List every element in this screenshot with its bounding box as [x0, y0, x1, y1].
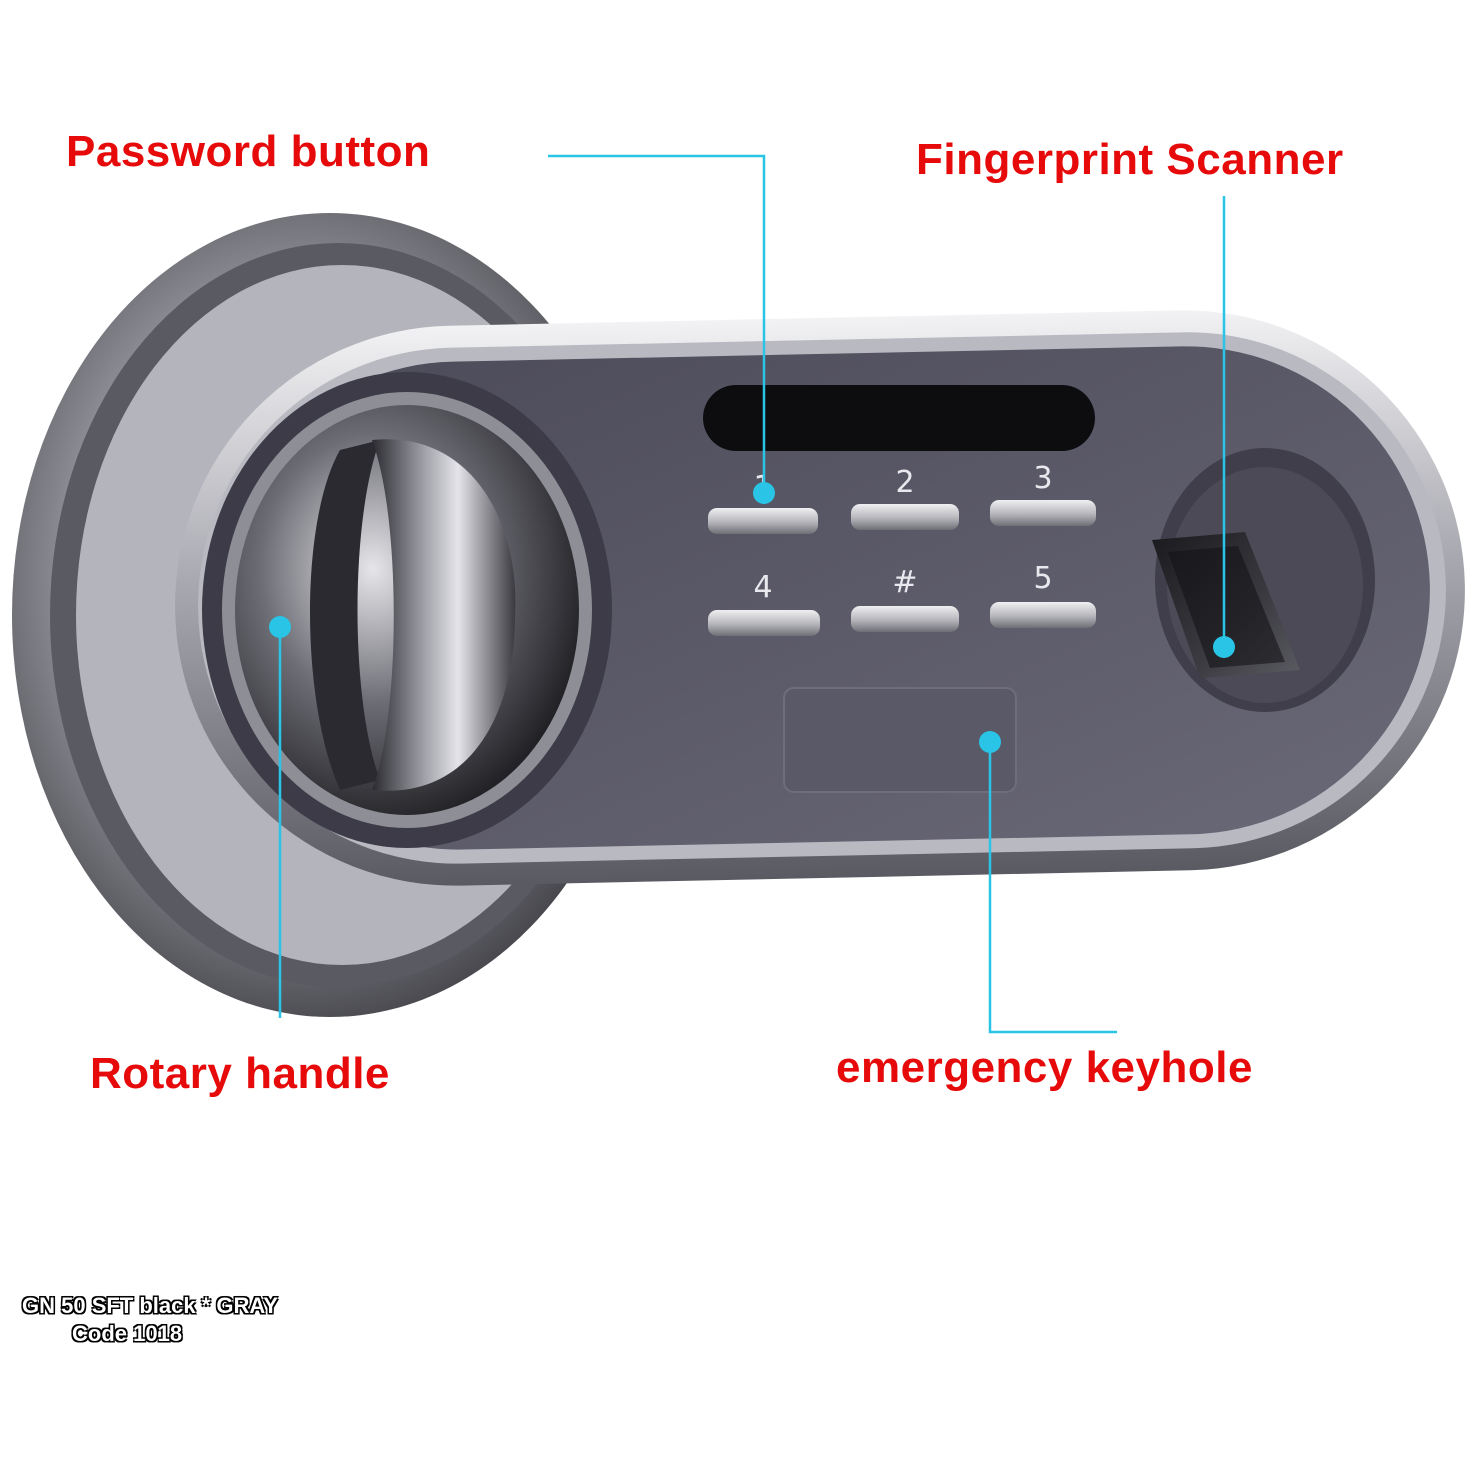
key-hash-button[interactable] — [851, 606, 959, 632]
fingerprint-scanner-label: Fingerprint Scanner — [916, 135, 1344, 184]
key-1-button[interactable] — [708, 508, 818, 534]
key-2-button[interactable] — [851, 504, 959, 530]
leader-line-keyhole — [988, 742, 1117, 1034]
rotary-handle[interactable] — [202, 372, 612, 848]
password-button-label: Password button — [66, 127, 431, 176]
dot-password — [753, 482, 775, 504]
rotary-handle-label: Rotary handle — [90, 1049, 390, 1098]
display-window — [703, 385, 1095, 451]
keypad: 1 2 3 4 # 5 — [708, 461, 1096, 636]
key-5-label: 5 — [1033, 561, 1052, 596]
dot-fingerprint — [1213, 636, 1235, 658]
dot-rotary — [269, 616, 291, 638]
emergency-keyhole-cover[interactable] — [783, 687, 1017, 793]
watermark-line-2: Code 1018 — [72, 1321, 183, 1346]
key-hash-label: # — [892, 565, 917, 600]
key-3-button[interactable] — [990, 500, 1096, 526]
leader-line-password — [548, 154, 766, 492]
watermark-line-1: GN 50 SFT black * GRAY — [22, 1293, 278, 1318]
key-3-label: 3 — [1033, 461, 1052, 496]
emergency-keyhole-label: emergency keyhole — [836, 1043, 1253, 1092]
leader-lines — [278, 154, 1226, 1034]
key-2-label: 2 — [895, 465, 914, 500]
leader-dots — [269, 482, 1235, 753]
key-4-button[interactable] — [708, 610, 820, 636]
key-5-button[interactable] — [990, 602, 1096, 628]
key-4-label: 4 — [753, 570, 772, 605]
dot-keyhole — [979, 731, 1001, 753]
